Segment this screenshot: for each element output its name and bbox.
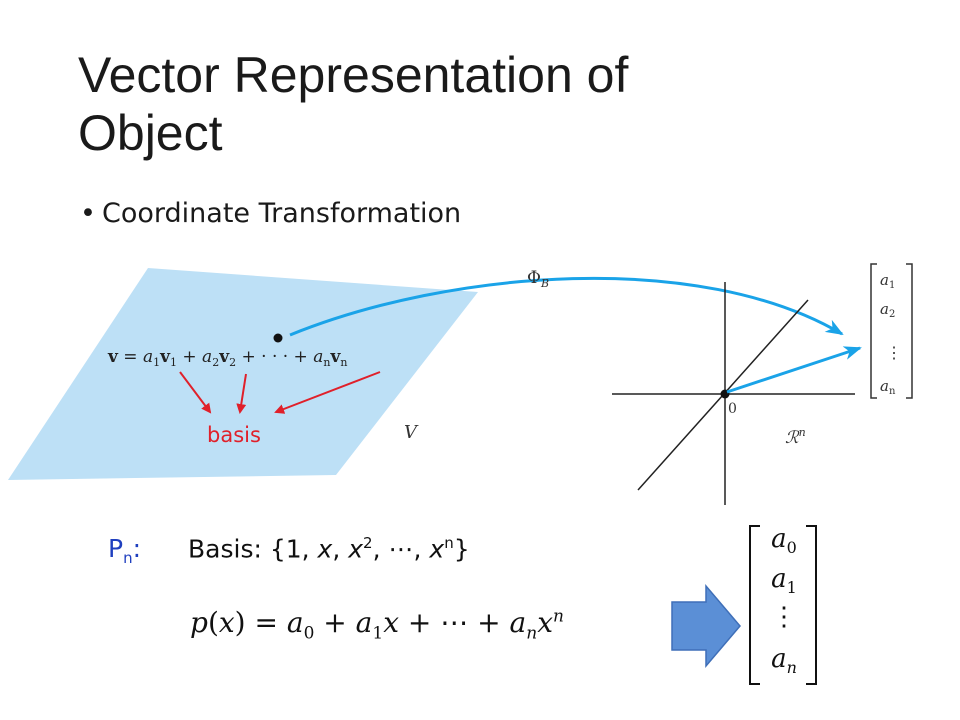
basis-close: }: [453, 534, 470, 564]
bottom-vector-right-bracket: [806, 525, 817, 685]
rn-vector-entry-dots: ⋮: [886, 343, 902, 362]
formula-open: (: [207, 606, 219, 639]
formula-p: p: [190, 606, 208, 639]
bullet-text: Coordinate Transformation: [102, 198, 462, 229]
pn-base: P: [108, 534, 124, 563]
bottom-vector-left-bracket: [749, 525, 760, 685]
eq-v2: v: [218, 347, 230, 367]
slide-title-line2: Object: [78, 105, 223, 161]
eq-a1: a: [143, 347, 153, 367]
vector-point: [273, 333, 283, 343]
basis-prefix: Basis: {1,: [188, 534, 318, 564]
origin-label: 0: [728, 401, 737, 417]
eq-a1-sub: 1: [153, 356, 160, 369]
rn-vector-left-bracket: [870, 263, 877, 399]
rn-vector-entry-2: a2: [880, 300, 895, 320]
formula-a1: a: [355, 606, 373, 639]
formula-xn: x: [537, 606, 553, 639]
vector-space-plane: [8, 268, 478, 480]
eq-plus1: +: [177, 347, 202, 367]
basis-comma: ,: [332, 534, 349, 564]
eq-v: v: [107, 347, 119, 367]
plane-equation: v = a1v1 + a2v2 + · · · + anvn: [107, 347, 347, 369]
rn-vector-entry-1: a1: [880, 271, 895, 291]
formula-a0: a: [286, 606, 304, 639]
formula-xn-sup: n: [552, 606, 564, 627]
formula-eq: =: [245, 606, 287, 639]
space-label-v: V: [404, 422, 419, 443]
basis-arrow-3: [274, 371, 381, 414]
pn-label: Pn:: [108, 534, 141, 567]
eq-an: a: [313, 347, 323, 367]
eq-an-sub: n: [323, 356, 330, 369]
basis-set: Basis: {1, x, x2, ⋯, xn}: [188, 534, 470, 563]
rn-vector-entry-n: an: [880, 377, 896, 397]
formula-a0-sub: 0: [303, 623, 315, 644]
basis-ellipsis: , ⋯,: [372, 534, 430, 564]
eq-a2-sub: 2: [212, 356, 219, 369]
formula-plus2: + ⋯ +: [399, 606, 510, 639]
basis-xn-sup: n: [444, 534, 454, 552]
pn-colon: :: [132, 534, 142, 563]
basis-x2: x: [348, 534, 364, 564]
rn-label-r: ℛ: [785, 428, 800, 448]
formula-an-sub: n: [526, 623, 538, 644]
basis-label: basis: [207, 423, 261, 447]
basis-x: x: [317, 534, 333, 564]
rn-label: ℛn: [785, 426, 806, 448]
eq-v1: v: [159, 347, 171, 367]
rn-label-sup: n: [799, 426, 806, 439]
coefficient-vector: a0 a1 ⋮ an: [748, 520, 820, 690]
pn-sub: n: [123, 549, 133, 567]
formula-x: x: [218, 606, 235, 639]
coef-entry-n: an: [771, 644, 797, 678]
basis-xn: x: [429, 534, 445, 564]
polynomial-formula: p(x) = a0 + a1x + ⋯ + anxn: [190, 606, 564, 644]
basis-arrow-1: [179, 371, 212, 414]
rn-column-vector: a1 a2 ⋮ an: [870, 263, 913, 399]
formula-close: ): [234, 606, 246, 639]
basis-arrow-2: [236, 373, 247, 414]
mapping-arrow: [289, 276, 844, 337]
eq-vn: v: [329, 347, 341, 367]
eq-a2: a: [202, 347, 212, 367]
slide-title: Vector Representation of Object: [78, 46, 878, 162]
bullet-dot-icon: •: [80, 198, 96, 229]
eq-equals: =: [118, 347, 143, 367]
coordinate-arrow: [726, 346, 862, 394]
eq-plus2: + · · · +: [236, 347, 313, 367]
formula-an: a: [509, 606, 527, 639]
coef-entry-0: a0: [771, 524, 797, 558]
slide-title-line1: Vector Representation of: [78, 47, 629, 103]
mapping-label-phi: Φ: [527, 268, 541, 288]
formula-a1-sub: 1: [372, 623, 384, 644]
eq-v1-sub: 1: [170, 356, 177, 369]
eq-v2-sub: 2: [229, 356, 236, 369]
mapping-label: ΦB: [527, 268, 549, 290]
eq-vn-sub: n: [340, 356, 347, 369]
rn-vector-right-bracket: [906, 263, 913, 399]
basis-x2-sup: 2: [363, 534, 373, 552]
formula-plus1: +: [314, 606, 356, 639]
mapping-label-sub: B: [540, 277, 549, 290]
formula-x1: x: [383, 606, 399, 639]
coef-entry-1: a1: [771, 564, 797, 598]
bullet-item: •Coordinate Transformation: [80, 196, 461, 232]
block-arrow: [671, 583, 741, 669]
coef-entry-dots: ⋮: [771, 602, 797, 632]
